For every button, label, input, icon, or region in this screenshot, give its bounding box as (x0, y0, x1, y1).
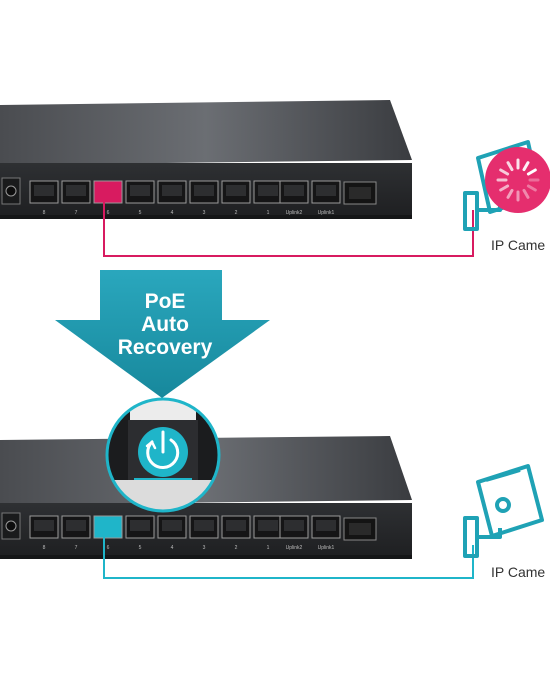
arrow-line-poe: PoE (144, 290, 186, 313)
port-socket (194, 185, 214, 196)
port-socket (130, 185, 150, 196)
port-label: 7 (75, 210, 78, 216)
power-jack (5, 185, 17, 197)
port-socket (34, 185, 54, 196)
port-label: 6 (107, 210, 110, 216)
port-label: 5 (139, 545, 142, 551)
port-socket (66, 520, 86, 531)
arrow-caption: PoE Auto Recovery (100, 290, 230, 359)
port-socket (226, 520, 246, 531)
port-label: 8 (43, 545, 46, 551)
spinner-tick (526, 168, 537, 176)
top-switch: 8 7 6 5 4 3 2 1 Uplink2 Uplink1 (0, 100, 412, 219)
port-label: Uplink1 (318, 545, 335, 551)
port-label: 4 (171, 545, 174, 551)
port-socket (34, 520, 54, 531)
spinner-tick (499, 168, 510, 176)
port-label: 6 (107, 545, 110, 551)
arrow-line-recovery: Recovery (117, 336, 213, 359)
security-camera-icon (463, 464, 544, 558)
top-camera-label: IP Came (491, 237, 545, 253)
port-socket (284, 185, 304, 196)
top-cable (103, 196, 474, 257)
port-socket (316, 185, 336, 196)
port-socket (194, 520, 214, 531)
loading-badge (485, 147, 550, 213)
port-label: 1 (267, 210, 270, 216)
port-label: 2 (235, 545, 238, 551)
arrow-line-auto: Auto (141, 313, 189, 336)
port-label: 5 (139, 210, 142, 216)
power-jack (5, 520, 17, 532)
port-label: Uplink1 (318, 210, 335, 216)
spinner-tick (499, 184, 510, 192)
port-label: 4 (171, 210, 174, 216)
port-label: Uplink2 (286, 210, 303, 216)
port-socket (258, 185, 278, 196)
port-label: 7 (75, 545, 78, 551)
spinner-tick (506, 188, 514, 199)
recovery-arrow (55, 270, 270, 398)
top-port-row: 8 7 6 5 4 3 2 1 Uplink2 Uplink1 (29, 180, 341, 216)
top-switch-lid (0, 100, 412, 165)
port-label: Uplink2 (286, 545, 303, 551)
port-socket (162, 185, 182, 196)
port-socket (130, 520, 150, 531)
port-socket (226, 185, 246, 196)
security-camera-loading-icon (463, 140, 550, 231)
port-socket (98, 185, 118, 196)
port-socket (284, 520, 304, 531)
port-socket (162, 520, 182, 531)
port-socket (258, 520, 278, 531)
spinner-tick (522, 188, 530, 199)
port-label: 1 (267, 545, 270, 551)
port-label: 3 (203, 210, 206, 216)
port-label: 3 (203, 545, 206, 551)
port-label: 2 (235, 210, 238, 216)
port-label: 8 (43, 210, 46, 216)
bottom-camera-label: IP Came (491, 564, 545, 580)
spinner-tick (522, 161, 530, 172)
bottom-port-row: 8 7 6 5 4 3 2 1 Uplink2 Uplink1 (29, 515, 341, 551)
port-socket (66, 185, 86, 196)
spinner-tick (506, 161, 514, 172)
bottom-cable (103, 535, 474, 579)
port-zoom-magnifier (105, 397, 221, 513)
spinner-tick (526, 184, 537, 192)
port-socket (98, 520, 118, 531)
port-socket (316, 520, 336, 531)
